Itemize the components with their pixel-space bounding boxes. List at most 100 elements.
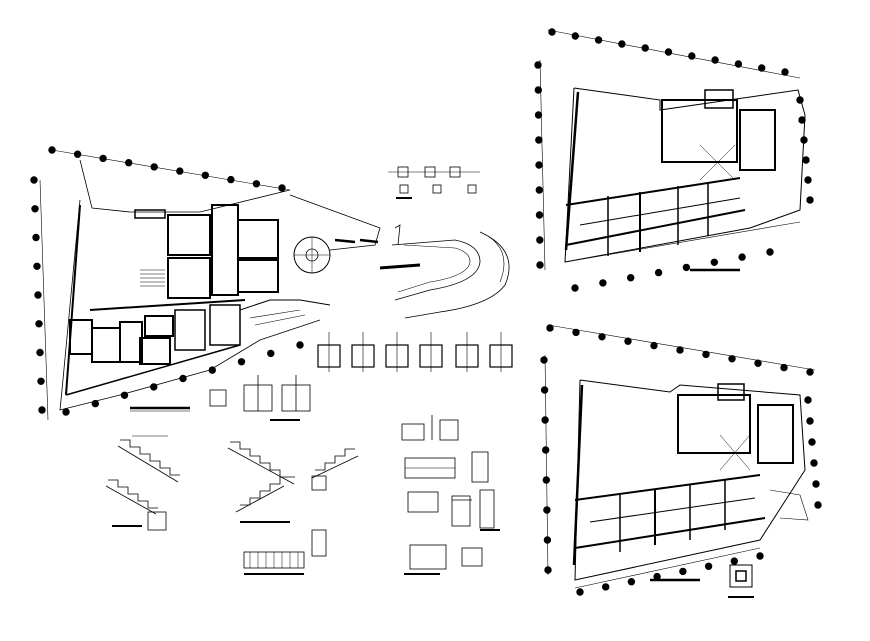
grid-bubble <box>296 341 304 349</box>
grid-bubble <box>576 588 584 596</box>
grid-bubble <box>804 396 812 404</box>
grid-bubble <box>548 28 556 36</box>
grid-bubble <box>688 52 696 60</box>
grid-bubble <box>572 328 580 337</box>
grid-bubble <box>754 359 762 367</box>
grid-bubble <box>534 61 542 69</box>
grid-bubble <box>38 406 46 414</box>
grid-bubbles-left-br <box>540 356 552 574</box>
grid-bubble <box>535 186 543 194</box>
grid-bubble <box>150 163 158 171</box>
grid-bubble <box>541 416 549 424</box>
footing-details <box>401 415 500 575</box>
grid-bubble <box>535 161 543 169</box>
column-sections <box>317 332 513 372</box>
grid-bubble <box>806 417 814 425</box>
plan-top-right <box>534 28 814 292</box>
grid-bubble <box>99 154 107 163</box>
grid-bubble <box>536 236 544 244</box>
plan-left <box>30 146 510 421</box>
grid-bubble <box>627 578 636 586</box>
grid-bubble <box>808 438 816 446</box>
grid-bubble <box>800 136 808 144</box>
grid-bubble <box>176 167 184 175</box>
grid-bubble <box>806 368 814 376</box>
grid-bubble <box>543 536 552 544</box>
grid-bubbles-right-plan-left <box>534 61 544 269</box>
grid-bubble <box>34 291 42 299</box>
grid-bubble <box>806 196 814 204</box>
grid-bubble <box>798 116 806 124</box>
grid-bubble <box>30 176 38 184</box>
grid-bubble <box>766 248 774 256</box>
grid-bubble <box>91 399 100 408</box>
grid-bubbles-bottom-br <box>576 552 764 596</box>
grid-bubble <box>728 355 736 363</box>
grid-bubble <box>150 383 158 391</box>
grid-bubbles-right-br <box>804 396 822 509</box>
stair-sections <box>105 375 359 575</box>
grid-bubble <box>32 233 40 242</box>
grid-bubble <box>653 572 661 581</box>
grid-bubble <box>120 391 129 399</box>
grid-bubbles-bottom-right <box>571 248 774 292</box>
grid-bubble <box>535 211 544 219</box>
grid-bubbles-top-right <box>548 28 789 76</box>
grid-bubbles-top-left <box>48 146 286 192</box>
grid-bubble <box>237 358 246 366</box>
grid-bubble <box>571 32 579 40</box>
grid-bubble <box>624 337 632 345</box>
grid-bubble <box>704 562 713 570</box>
grid-bubbles-left-side <box>30 176 46 414</box>
detail-top-middle <box>388 166 480 199</box>
grid-bubble <box>62 408 70 416</box>
grid-bubble <box>540 356 548 364</box>
grid-bubble <box>730 557 738 565</box>
grid-bubble <box>599 279 607 287</box>
plan-bottom-right <box>540 324 822 598</box>
grid-bubble <box>227 175 235 184</box>
grid-bubble <box>702 350 710 359</box>
grid-bubble <box>544 566 552 574</box>
grid-bubble <box>534 86 542 94</box>
grid-bubble <box>738 253 746 261</box>
grid-bubble <box>598 333 606 341</box>
grid-bubble <box>618 40 626 48</box>
grid-bubble <box>710 258 718 266</box>
grid-bubble <box>679 567 687 576</box>
grid-bubble <box>734 60 743 68</box>
grid-bubble <box>711 56 719 64</box>
grid-bubble <box>664 48 673 56</box>
grid-bubble <box>654 268 663 277</box>
grid-bubble <box>179 374 187 383</box>
grid-bubble <box>208 366 217 374</box>
grid-bubble <box>73 150 82 158</box>
grid-bubble <box>676 346 684 354</box>
grid-bubbles-bottom-left <box>62 341 304 416</box>
grid-bubble <box>802 156 810 164</box>
grid-bubble <box>535 136 543 144</box>
grid-bubble <box>31 205 39 213</box>
grid-bubble <box>812 480 820 488</box>
grid-bubble <box>48 146 56 154</box>
grid-bubble <box>804 176 812 184</box>
grid-bubbles-right-plan-right <box>796 96 814 204</box>
grid-bubble <box>252 180 261 188</box>
grid-bubble <box>814 501 822 509</box>
grid-bubble <box>534 111 543 119</box>
grid-bubble <box>650 341 658 350</box>
grid-bubble <box>267 349 275 358</box>
grid-bubble <box>536 261 544 269</box>
grid-bubble <box>627 274 635 282</box>
grid-bubble <box>781 68 789 76</box>
grid-bubble <box>540 386 549 394</box>
grid-bubble <box>37 377 45 385</box>
grid-bubble <box>33 262 41 270</box>
grid-bubble <box>35 320 43 328</box>
grid-bubble <box>125 159 133 167</box>
grid-bubble <box>780 363 788 372</box>
grid-bubble <box>542 446 550 454</box>
